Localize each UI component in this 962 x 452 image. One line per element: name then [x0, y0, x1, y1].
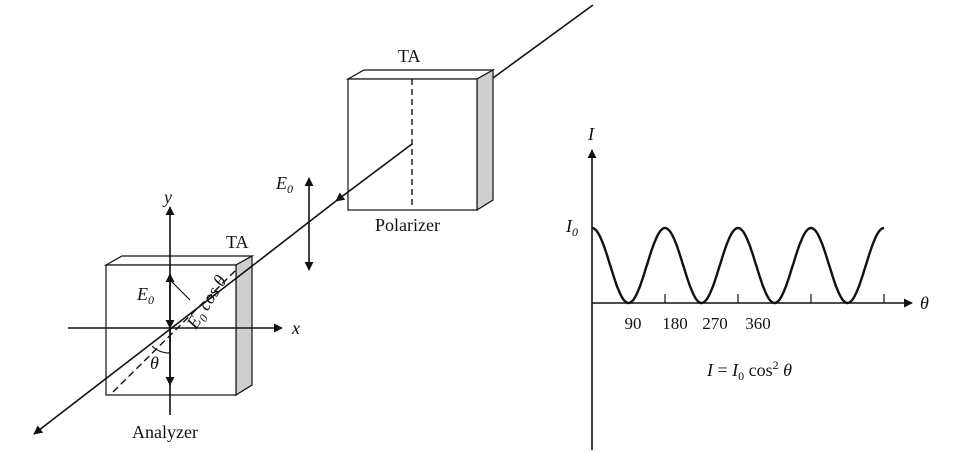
analyzer-e-label: E0 — [136, 284, 154, 307]
plot-tick-labels: 90 180 270 360 — [625, 314, 771, 333]
beam-between — [255, 200, 337, 264]
theta-label: θ — [150, 353, 159, 373]
analyzer-caption: Analyzer — [132, 422, 198, 442]
beam-inside-polarizer — [335, 143, 413, 202]
plot-tick-marks — [664, 294, 885, 303]
beam-exit — [33, 262, 257, 435]
plot-tick-label: 270 — [702, 314, 728, 333]
plot-tick-label: 180 — [662, 314, 688, 333]
analyzer-front-face — [105, 264, 237, 396]
analyzer-x-label: x — [291, 318, 300, 338]
theta-arc — [151, 345, 171, 354]
analyzer — [103, 254, 255, 397]
analyzer-ta-label: TA — [226, 232, 249, 252]
field-label: E0 — [275, 173, 293, 196]
analyzer-y-label: y — [162, 187, 172, 207]
plot-tick-label: 90 — [625, 314, 642, 333]
plot-formula: I = I0 cos2 θ — [706, 358, 792, 383]
polarizer — [345, 68, 496, 212]
polarizer-ta-label: TA — [398, 46, 421, 66]
plot-x-axis-label: θ — [920, 293, 929, 313]
intensity-curve — [591, 226, 885, 305]
analyzer-transmission-axis — [112, 269, 237, 393]
plot-tick-label: 360 — [745, 314, 771, 333]
beam-incoming — [492, 4, 594, 79]
projection-line — [169, 279, 191, 301]
plot-y-axis-label: I — [587, 124, 595, 144]
polarizer-top-face — [345, 69, 496, 80]
polarizer-caption: Polarizer — [375, 215, 440, 235]
plot-i0-label: I0 — [565, 216, 578, 239]
analyzer-top-face — [103, 255, 255, 266]
intensity-plot: I θ I0 90 180 270 360 I = I0 cos2 θ — [565, 124, 929, 450]
polarizer-side-face — [476, 68, 494, 212]
